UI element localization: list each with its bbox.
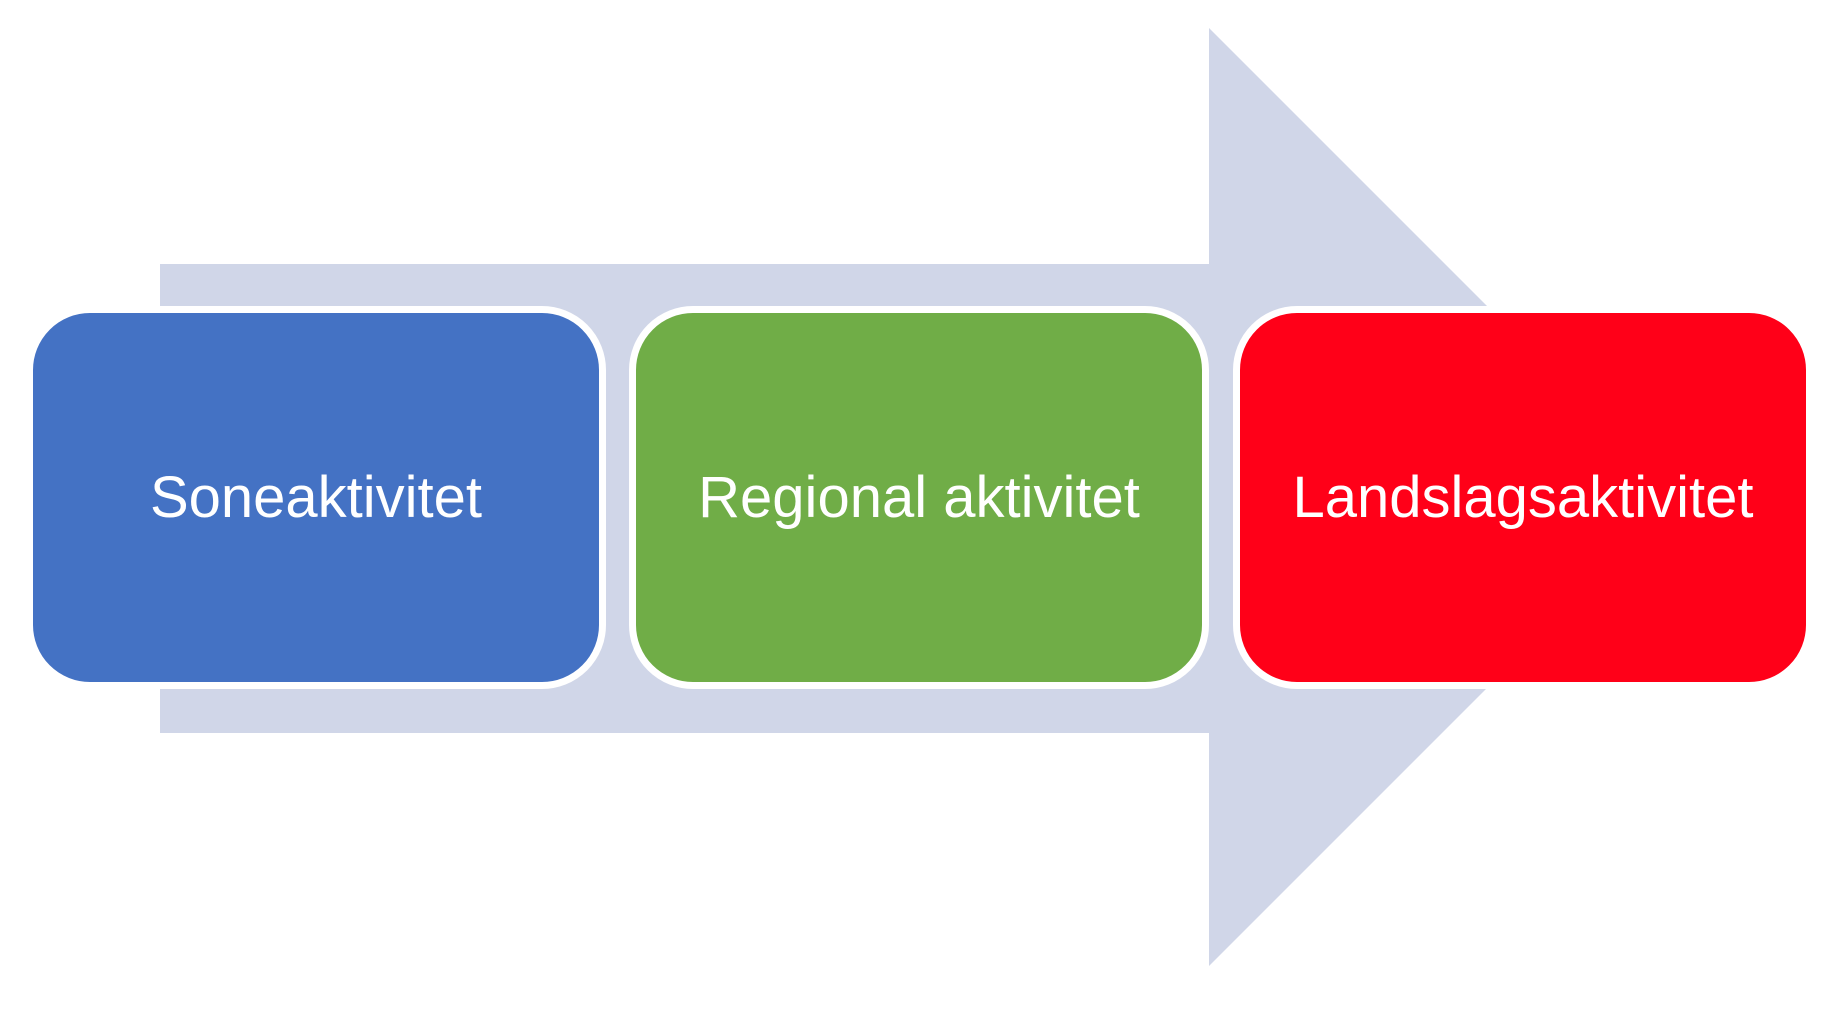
step-box-landslagsaktivitet: Landslagsaktivitet: [1233, 306, 1813, 689]
step-label-regional-aktivitet: Regional aktivitet: [698, 464, 1140, 530]
step-box-soneaktivitet: Soneaktivitet: [26, 306, 606, 689]
step-box-regional-aktivitet: Regional aktivitet: [629, 306, 1209, 689]
step-label-landslagsaktivitet: Landslagsaktivitet: [1292, 464, 1754, 530]
step-label-soneaktivitet: Soneaktivitet: [149, 464, 483, 530]
